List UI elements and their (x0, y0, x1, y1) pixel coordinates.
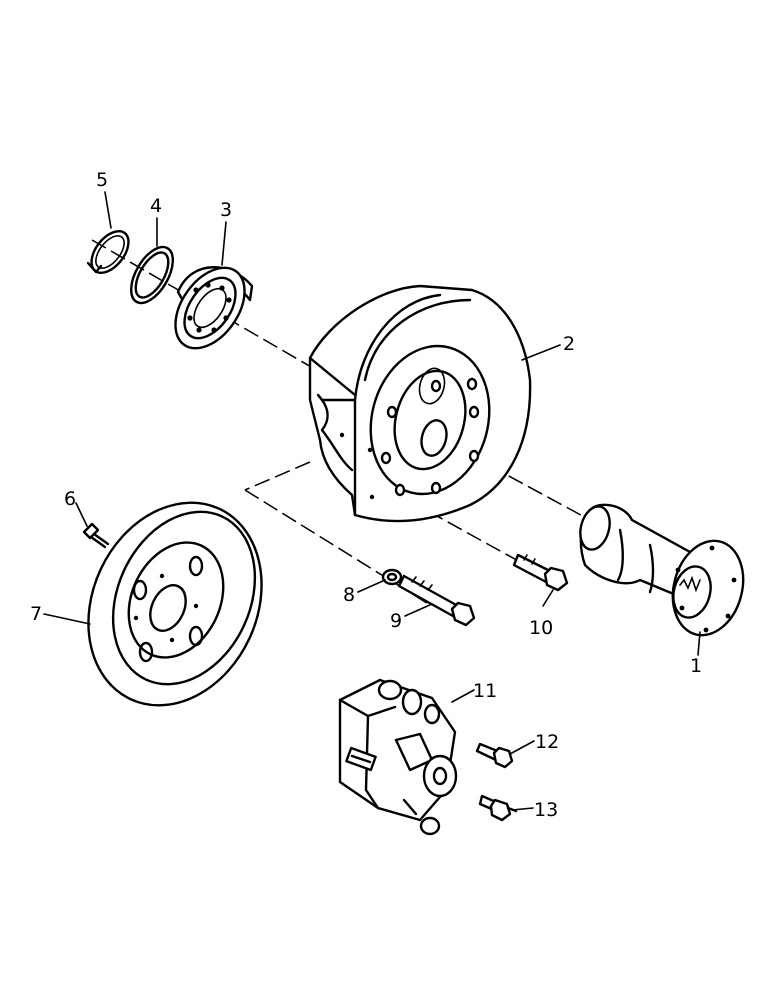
callout-2: 2 (563, 333, 575, 355)
callout-6: 6 (64, 488, 76, 510)
bearing (174, 266, 254, 350)
shaft-flange (579, 503, 745, 637)
callout-1: 1 (690, 655, 702, 677)
callout-labels: 5 4 3 2 1 6 7 8 9 10 11 12 13 (30, 169, 702, 821)
leader-lines (43, 191, 701, 811)
callout-3: 3 (220, 199, 232, 221)
brake-caliper (338, 678, 458, 836)
snap-ring (86, 230, 130, 274)
caliper-bolt (475, 742, 514, 769)
callout-8: 8 (343, 584, 355, 606)
bolt-10 (512, 553, 569, 592)
washer (381, 568, 403, 586)
brake-housing (308, 284, 532, 523)
callout-5: 5 (96, 169, 108, 191)
callout-9: 9 (390, 610, 402, 632)
callout-12: 12 (535, 731, 559, 753)
bleed-screw (478, 794, 518, 822)
callout-4: 4 (150, 195, 162, 217)
callout-13: 13 (534, 799, 558, 821)
callout-11: 11 (473, 680, 497, 702)
callout-7: 7 (30, 603, 42, 625)
callout-10: 10 (529, 617, 553, 639)
brake-disc (87, 501, 263, 707)
long-bolt (397, 574, 476, 627)
small-bolt (82, 522, 110, 549)
spacer-ring (130, 245, 174, 305)
